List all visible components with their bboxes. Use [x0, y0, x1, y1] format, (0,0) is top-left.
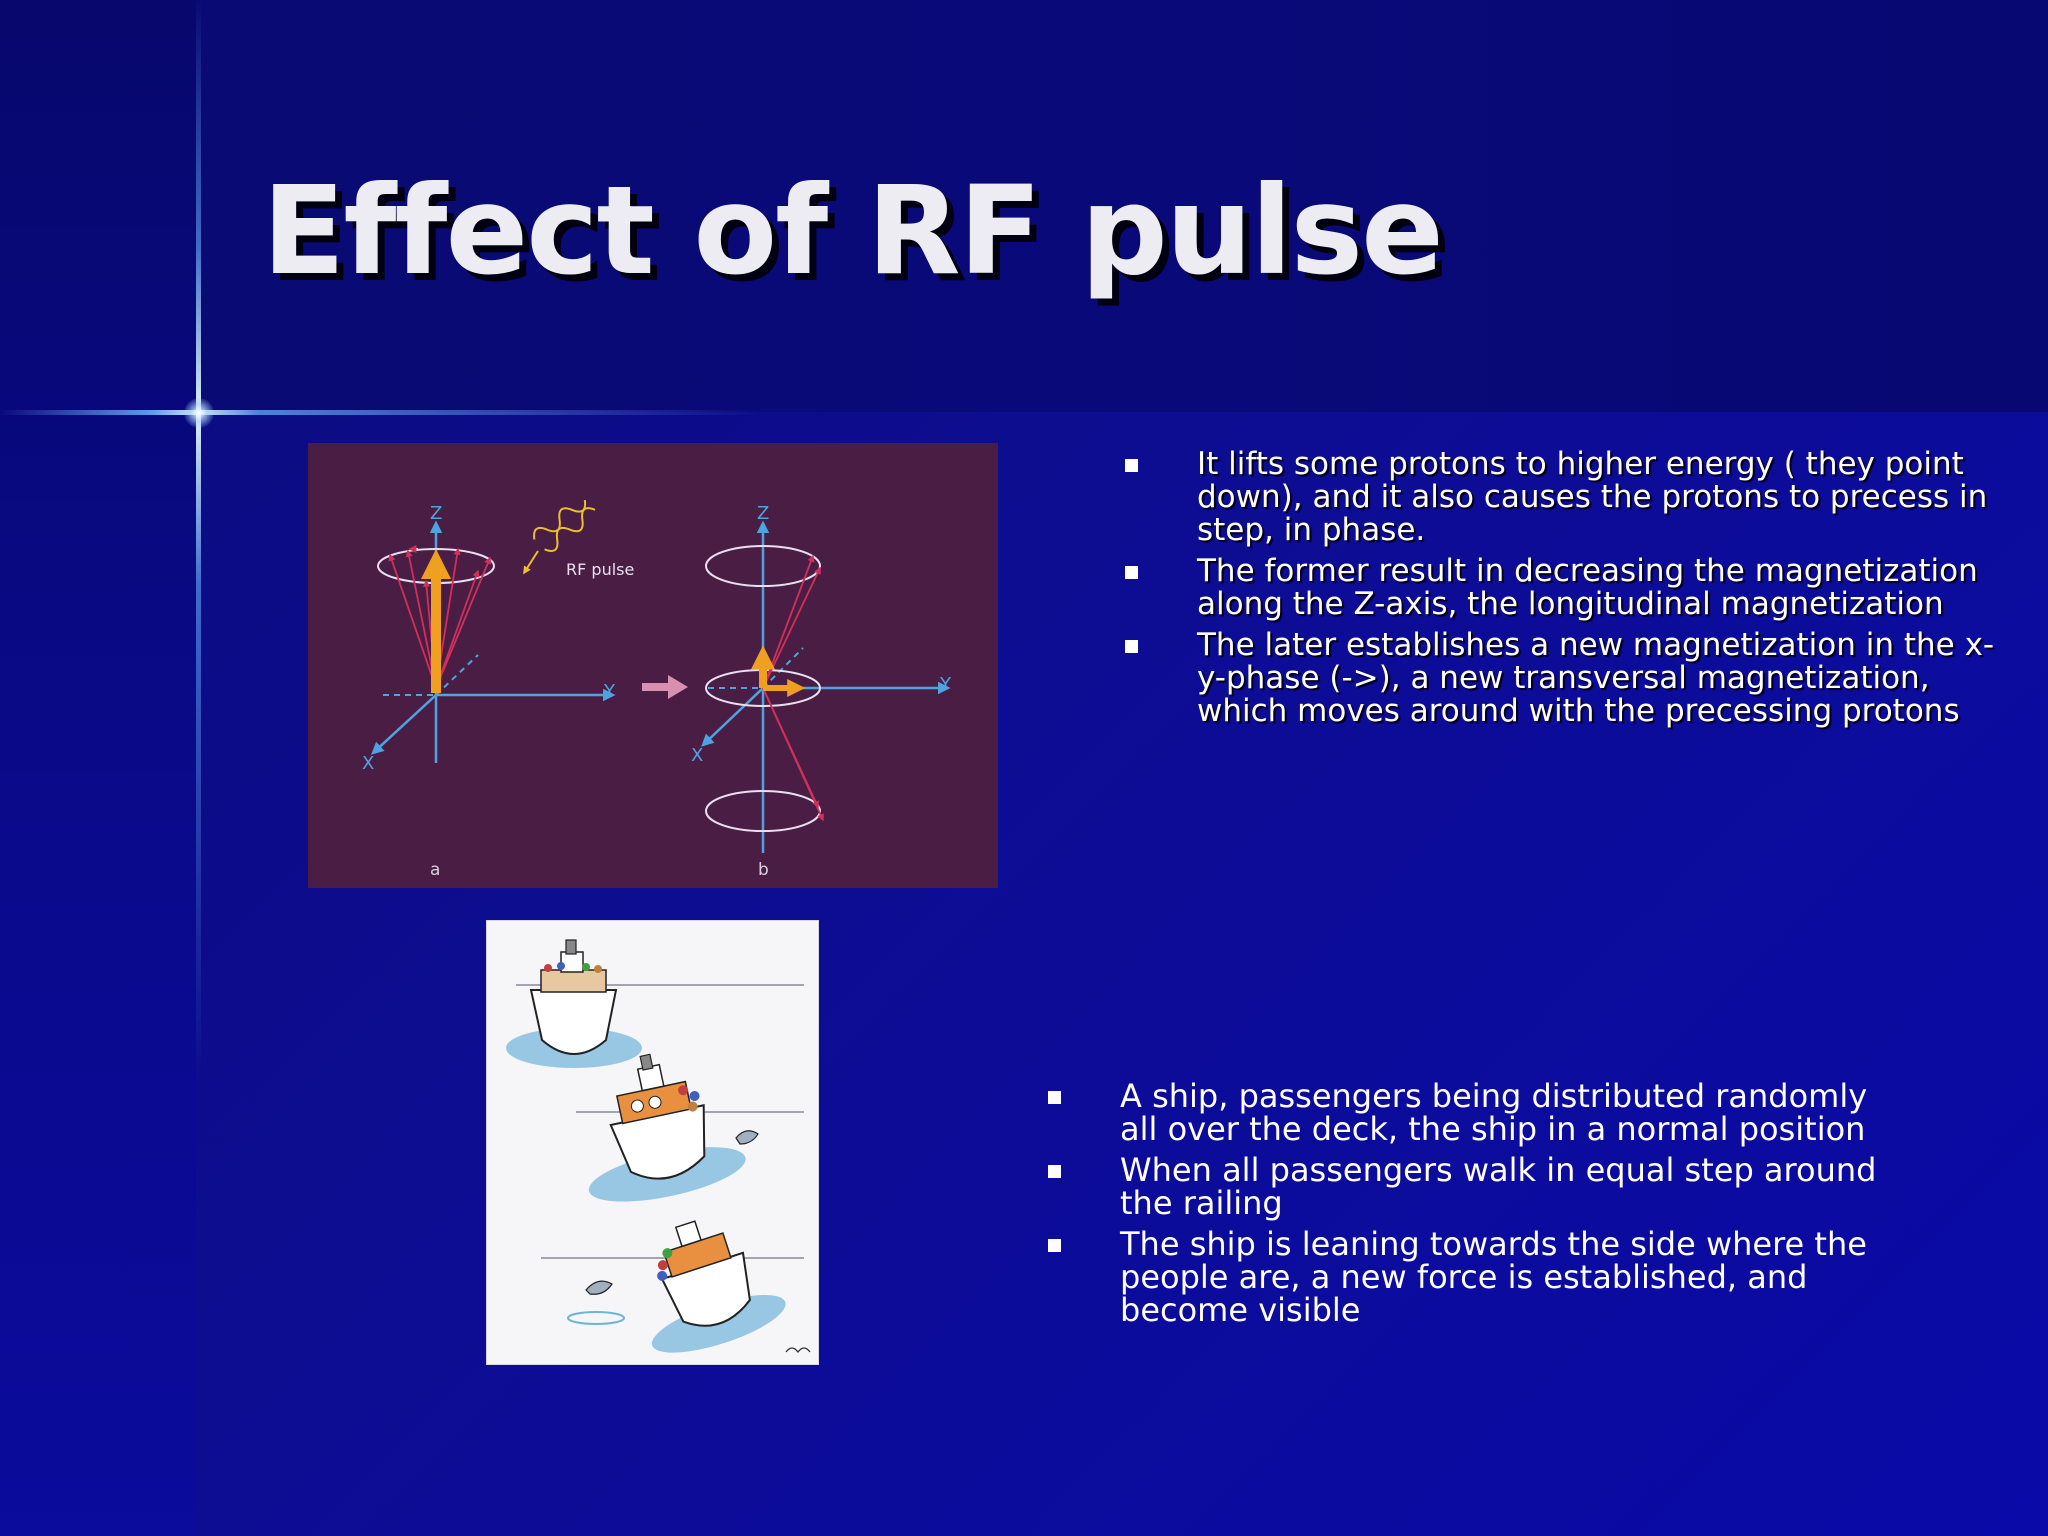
bullet-item: A ship, passengers being distributed ran… — [1045, 1080, 1905, 1146]
bullet-text: The ship is leaning towards the side whe… — [1120, 1225, 1867, 1329]
lens-flare-vertical — [196, 0, 201, 1536]
bullet-text: A ship, passengers being distributed ran… — [1120, 1077, 1868, 1148]
bullet-item: When all passengers walk in equal step a… — [1045, 1154, 1905, 1220]
bullet-item: The ship is leaning towards the side whe… — [1045, 1228, 1905, 1327]
z-label-b: Z — [757, 503, 769, 524]
lens-flare-core — [184, 398, 214, 428]
header-band — [0, 0, 2048, 412]
dolphin-icon-2 — [585, 1280, 613, 1295]
diagram-background — [308, 443, 998, 888]
slide-title: Effect of RF pulse — [262, 160, 1444, 302]
transition-arrow-icon — [642, 675, 688, 699]
bullet-item: It lifts some protons to higher energy (… — [1122, 448, 2002, 547]
bullet-text: It lifts some protons to higher energy (… — [1197, 446, 1988, 548]
x-label-a: X — [362, 753, 374, 774]
x-axis-a — [371, 694, 437, 755]
square-bullet-icon — [1125, 566, 1138, 579]
bullet-text: When all passengers walk in equal step a… — [1120, 1151, 1877, 1222]
bullet-item: The later establishes a new magnetizatio… — [1122, 629, 2002, 728]
left-band — [0, 0, 196, 1536]
y-label-a: Y — [603, 681, 616, 702]
ship-leaning — [588, 1053, 746, 1202]
bullet-text: The later establishes a new magnetizatio… — [1197, 627, 1995, 729]
ship-analogy-bullets: A ship, passengers being distributed ran… — [1045, 1080, 1905, 1335]
y-label-b: Y — [939, 674, 952, 695]
upper-precession-circle-b — [705, 545, 821, 587]
bullet-item: The former result in decreasing the magn… — [1122, 555, 2002, 621]
dolphin-icon — [735, 1130, 759, 1145]
panel-a: Z Y X a — [362, 503, 616, 880]
rf-pulse-diagram: Z Y X a RF pulse — [308, 443, 998, 888]
x-axis-b — [701, 687, 764, 747]
rf-effect-bullets: It lifts some protons to higher energy (… — [1122, 448, 2002, 736]
rf-pulse-label: RF pulse — [566, 560, 634, 579]
square-bullet-icon — [1125, 640, 1138, 653]
bullet-text: The former result in decreasing the magn… — [1197, 553, 1978, 622]
panel-b-label: b — [758, 860, 769, 880]
lower-precession-circle-b — [705, 790, 821, 832]
panel-b: Z Y X b — [691, 503, 952, 880]
square-bullet-icon — [1048, 1091, 1061, 1104]
artist-signature-icon — [785, 1347, 811, 1353]
square-bullet-icon — [1125, 459, 1138, 472]
ship-cartoon — [486, 920, 819, 1365]
z-label-a: Z — [430, 503, 442, 524]
square-bullet-icon — [1048, 1165, 1061, 1178]
x-label-b: X — [691, 745, 703, 766]
rf-pulse-icon: RF pulse — [523, 499, 634, 579]
ship-normal — [506, 939, 642, 1068]
ship-tilted — [651, 1220, 786, 1353]
square-bullet-icon — [1048, 1239, 1061, 1252]
lens-flare-horizontal — [0, 410, 760, 415]
panel-a-label: a — [430, 860, 440, 880]
